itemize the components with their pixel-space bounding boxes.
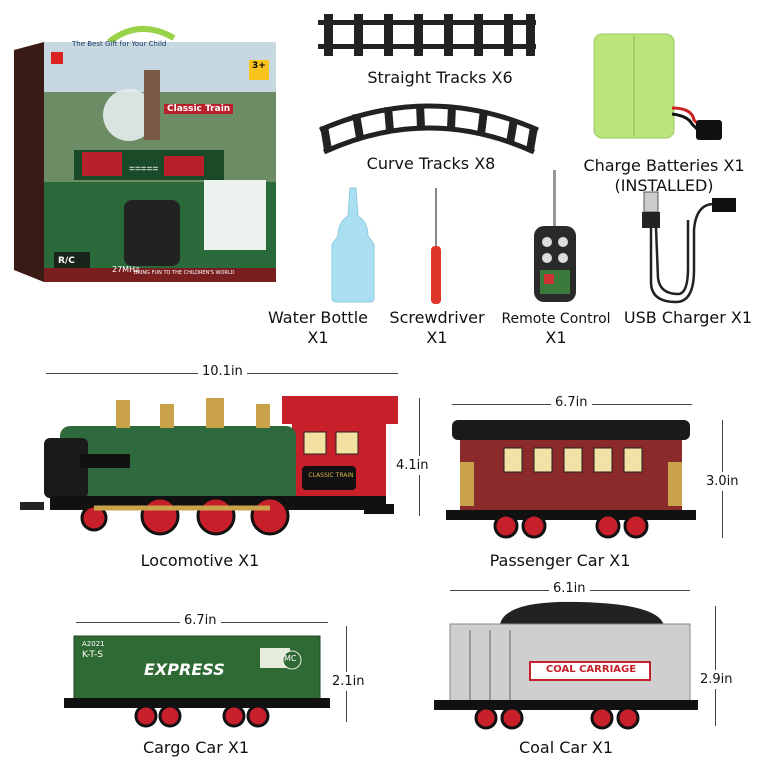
box-tagline: The Best Gift for Your Child xyxy=(72,40,167,48)
coal-height-label: 2.9in xyxy=(700,670,733,689)
box-age-badge: 3+ xyxy=(252,61,266,71)
straight-tracks-label: Straight Tracks X6 xyxy=(367,68,513,87)
box-rc-badge: R/C xyxy=(58,256,75,266)
passenger-car-label: Passenger Car X1 xyxy=(489,551,631,570)
remote-control-label-line2: X1 xyxy=(545,328,567,347)
screwdriver-label-line1: Screwdriver xyxy=(389,308,485,327)
locomotive-label: Locomotive X1 xyxy=(140,551,260,570)
coal-height-line xyxy=(715,606,716,726)
cargo-code: K-T-S xyxy=(82,650,104,660)
svg-text:=====: ===== xyxy=(129,164,158,175)
coal-car-label: Coal Car X1 xyxy=(518,738,614,757)
usb-charger-label: USB Charger X1 xyxy=(623,308,753,327)
water-bottle-image xyxy=(328,186,378,304)
locomotive-length-label: 10.1in xyxy=(198,364,247,379)
passenger-length-label: 6.7in xyxy=(551,395,592,410)
cargo-height-label: 2.1in xyxy=(332,672,365,691)
cargo-car-label: Cargo Car X1 xyxy=(142,738,250,757)
passenger-car-image xyxy=(436,418,706,540)
box-frequency: 27MHz xyxy=(112,265,140,274)
box-bottom-text: BRING FUN TO THE CHILDREN'S WORLD xyxy=(134,270,235,276)
batteries-label-line2: (INSTALLED) xyxy=(614,176,714,195)
remote-control-label-line1: Remote Control xyxy=(501,311,611,327)
water-bottle-label-line1: Water Bottle xyxy=(268,308,368,327)
batteries-label-line1: Charge Batteries X1 xyxy=(583,156,745,175)
usb-charger-image xyxy=(636,190,746,306)
locomotive-height-label: 4.1in xyxy=(396,456,429,475)
cargo-car-image: A2021 K-T-S EXPRESS MC xyxy=(60,634,334,730)
cargo-badge: MC xyxy=(284,654,297,663)
coal-length-label: 6.1in xyxy=(549,581,590,596)
locomotive-image: CLASSIC TRAIN xyxy=(20,392,398,542)
curve-tracks-image xyxy=(316,100,542,156)
cargo-id: A2021 xyxy=(82,640,105,648)
box-brand: Classic Train xyxy=(164,104,234,114)
cargo-length-label: 6.7in xyxy=(180,613,221,628)
coal-car-image: COAL CARRIAGE xyxy=(430,600,700,730)
battery-pack-image xyxy=(592,28,732,148)
water-bottle-label-line2: X1 xyxy=(307,328,329,347)
screwdriver-label-line2: X1 xyxy=(426,328,448,347)
remote-control-image xyxy=(530,170,580,304)
cargo-express-text: EXPRESS xyxy=(144,660,225,679)
passenger-height-label: 3.0in xyxy=(706,472,739,491)
straight-tracks-image xyxy=(318,10,536,60)
coal-carriage-text: COAL CARRIAGE xyxy=(545,664,637,675)
screwdriver-image xyxy=(428,188,444,306)
locomotive-plate: CLASSIC TRAIN xyxy=(308,472,354,479)
product-box: ===== The Best Gift for Your Child Class… xyxy=(14,20,276,282)
curve-tracks-label: Curve Tracks X8 xyxy=(366,154,496,173)
